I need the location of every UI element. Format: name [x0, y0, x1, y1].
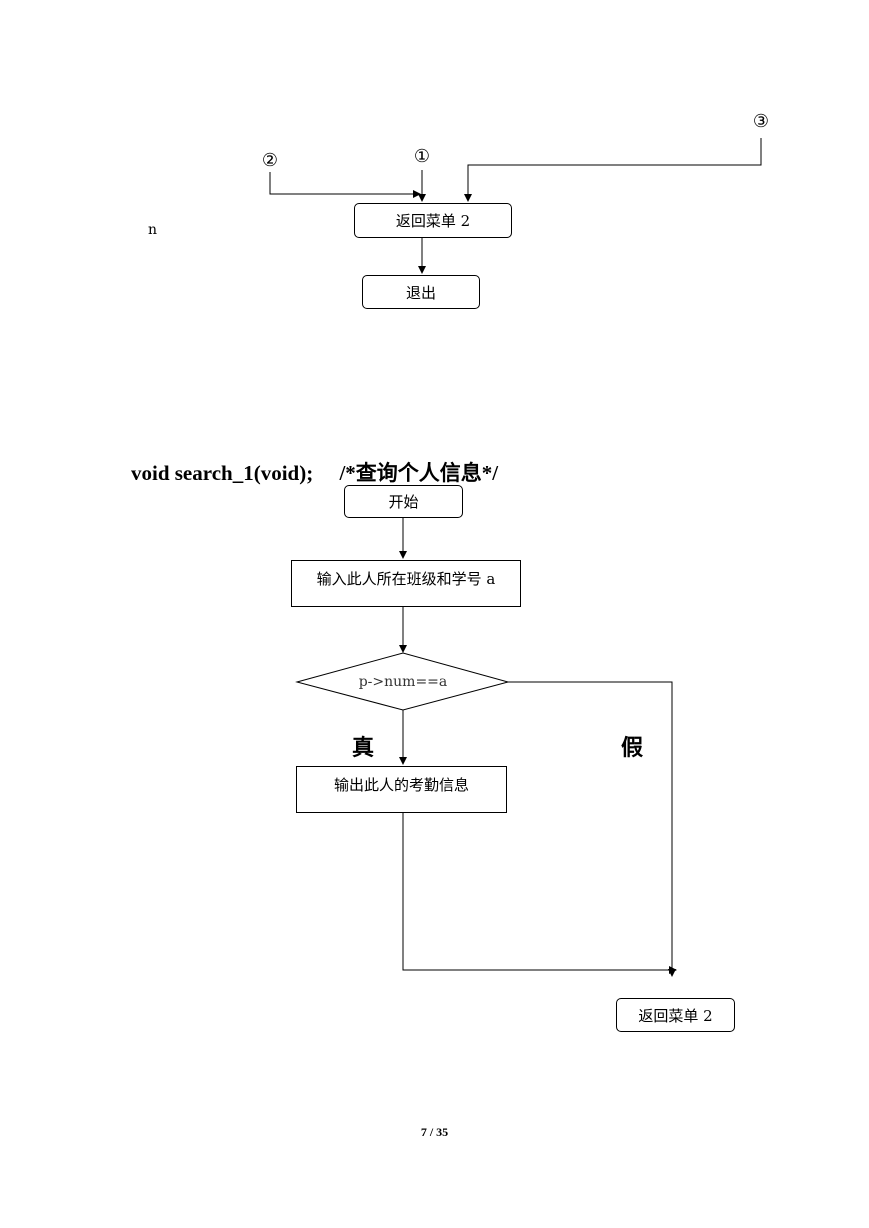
true-branch-label: 真: [352, 735, 375, 761]
output-to-merge-arrow: [402, 812, 677, 974]
output-step-box: 输出此人的考勤信息: [296, 766, 507, 813]
stray-text: n: [148, 222, 158, 238]
input-step-box: 输入此人所在班级和学号 a: [291, 560, 521, 607]
connector-2-arrow: [269, 172, 421, 198]
connector-3-label: ③: [752, 111, 770, 132]
false-branch-label: 假: [621, 735, 644, 761]
connector-3-arrow: [464, 138, 762, 202]
section-heading: void search_1(void); /*查询个人信息*/: [131, 461, 499, 485]
start-box: 开始: [344, 485, 463, 518]
return-menu-box-top: 返回菜单 2: [354, 203, 512, 238]
exit-box: 退出: [362, 275, 480, 309]
condition-false-arrow: [508, 681, 676, 977]
connector-1-label: ①: [413, 146, 431, 167]
connector-2-label: ②: [261, 150, 279, 171]
page-number: 7 / 35: [420, 1125, 449, 1139]
return-menu-box-bottom: 返回菜单 2: [616, 998, 735, 1032]
condition-label: p->num==a: [358, 674, 448, 690]
